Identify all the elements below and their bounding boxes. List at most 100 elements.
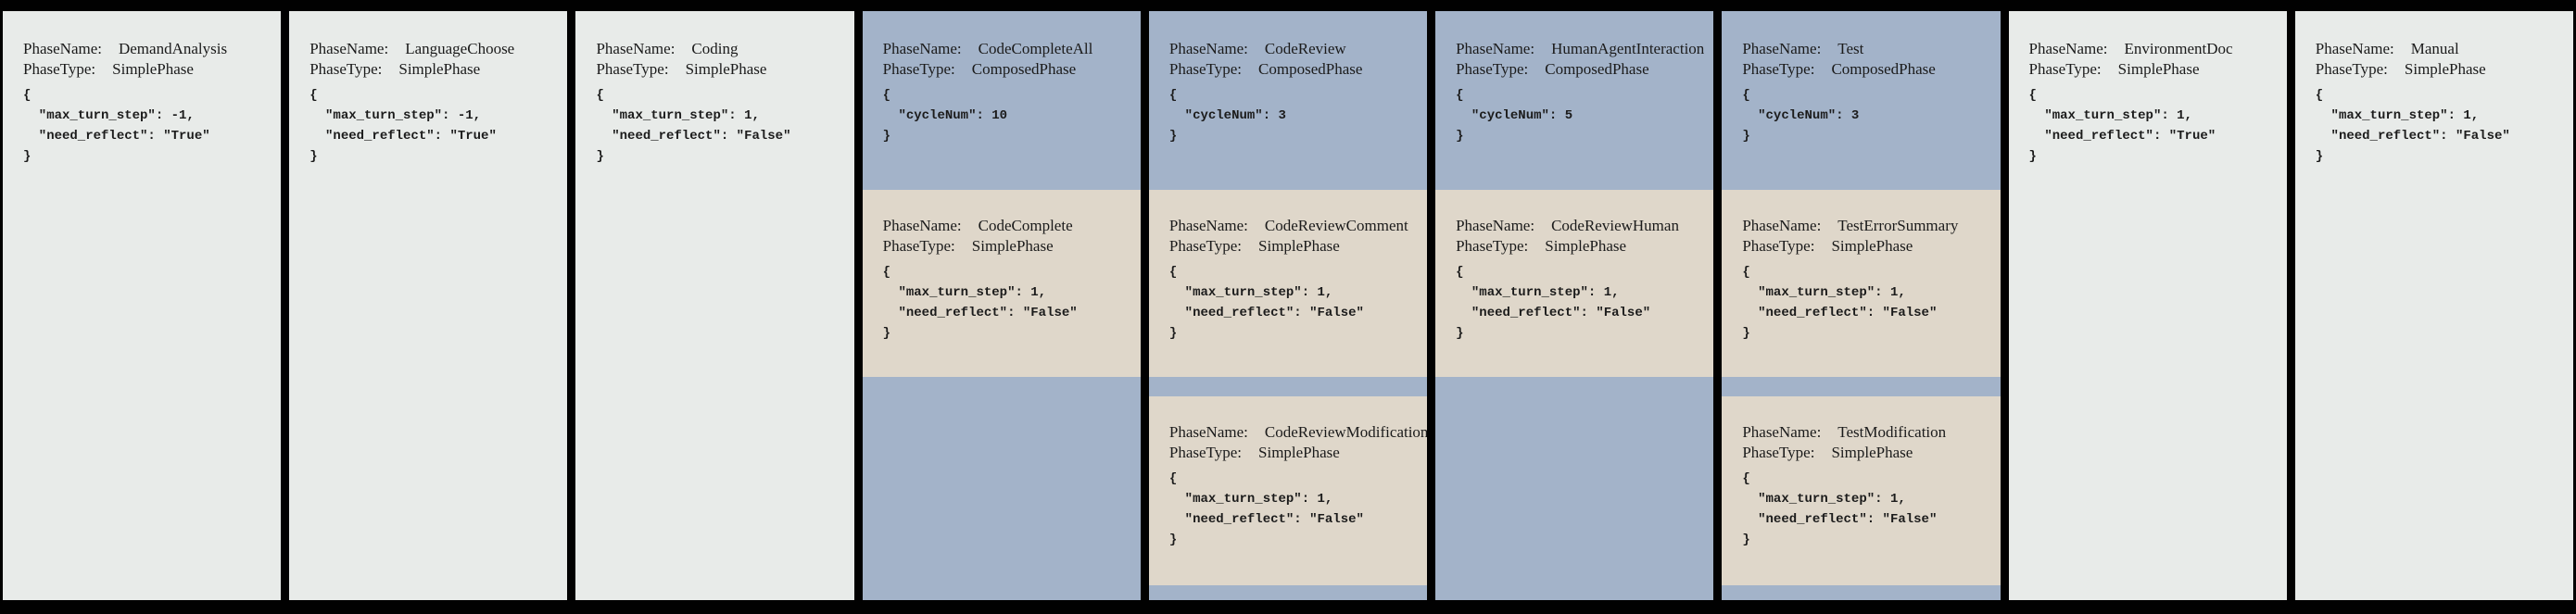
phase-type-value: SimplePhase: [398, 60, 481, 78]
phase-type-row: PhaseType:ComposedPhase: [1456, 59, 1702, 80]
phase-card-manual: PhaseName: Manual PhaseType:SimplePhase {…: [2294, 11, 2573, 600]
subphase-card-code-complete: PhaseName: CodeComplete PhaseType: SimpleP…: [862, 190, 1141, 377]
phase-card-coding: PhaseName:Coding PhaseType: SimplePhase {…: [575, 11, 854, 600]
subphase-card-code-review-modification: PhaseName:CodeReviewModification PhaseTy…: [1148, 396, 1428, 585]
phase-name-row: PhaseName: Test: [1742, 39, 1989, 59]
phase-name-label: PhaseName:: [2028, 40, 2108, 57]
phase-type-label: PhaseType:: [596, 60, 669, 78]
composed-bottom-strip: [1722, 585, 2000, 600]
phase-type-value: SimplePhase: [2404, 60, 2486, 78]
phase-type-value: SimplePhase: [1258, 237, 1340, 255]
phase-type-label: PhaseType:: [1742, 444, 1815, 461]
phase-name-label: PhaseName:: [882, 217, 962, 234]
phase-name-label: PhaseName:: [23, 40, 102, 57]
phase-type-row: PhaseType:SimplePhase: [2316, 59, 2562, 80]
phase-config-json: { "max_turn_step": 1, "need_reflect": "F…: [1168, 471, 1364, 547]
phase-type-row: PhaseType:SimplePhase: [1169, 443, 1416, 463]
phase-type-row: PhaseType: SimplePhase: [1742, 236, 1989, 257]
subphase-gap: [1149, 377, 1427, 396]
phase-name-label: PhaseName:: [1742, 217, 1822, 234]
composed-bottom-strip: [1149, 585, 1427, 600]
phase-config-json: { "max_turn_step": 1, "need_reflect": "F…: [2315, 88, 2510, 164]
phase-type-label: PhaseType:: [23, 60, 96, 78]
subphase-card-code-review-human: PhaseName:CodeReviewHuman PhaseType:Simp…: [1435, 190, 1714, 377]
phase-name-label: PhaseName:: [1168, 40, 1248, 57]
phase-type-row: PhaseType:SimplePhase: [1169, 236, 1416, 257]
phase-chain: PhaseName: DemandAnalysis PhaseType: Simpl…: [3, 11, 2573, 600]
phase-type-value: SimplePhase: [1258, 444, 1340, 461]
phase-type-value: ComposedPhase: [1258, 60, 1363, 78]
phase-type-value: ComposedPhase: [1831, 60, 1936, 78]
phase-type-row: PhaseType: SimplePhase: [883, 236, 1130, 257]
phase-config-json: { "max_turn_step": 1, "need_reflect": "F…: [1742, 265, 1938, 341]
phase-name-label: PhaseName:: [1742, 40, 1822, 57]
phase-name-value: TestModification: [1837, 423, 1947, 441]
phase-config-json: { "max_turn_step": 1, "need_reflect": "F…: [1742, 471, 1938, 547]
phase-name-value: TestErrorSummary: [1837, 217, 1959, 234]
phase-type-value: SimplePhase: [2117, 60, 2200, 78]
phase-config-json: { "max_turn_step": 1, "need_reflect": "F…: [1168, 265, 1364, 341]
phase-type-value: SimplePhase: [1545, 237, 1627, 255]
subphase-gap: [1722, 377, 2000, 396]
phase-type-label: PhaseType:: [1742, 60, 1815, 78]
phase-name-value: DemandAnalysis: [118, 40, 228, 57]
phase-name-value: CodeCompleteAll: [978, 40, 1093, 57]
subphase-card-test-modification: PhaseName:TestModification PhaseType:Sim…: [1722, 396, 2001, 585]
phase-type-label: PhaseType:: [1742, 237, 1815, 255]
subphase-card-code-review-comment: PhaseName:CodeReviewComment PhaseType:Si…: [1148, 190, 1428, 377]
phase-section: PhaseName:EnvironmentDoc PhaseType: Simpl…: [2009, 11, 2287, 600]
phase-name-label: PhaseName:: [1456, 217, 1535, 234]
composed-phase-header: PhaseName:HumanAgentInteraction PhaseTyp…: [1435, 11, 1713, 190]
phase-type-label: PhaseType:: [309, 60, 383, 78]
composed-phase-header: PhaseName: CodeReview PhaseType: ComposedP…: [1149, 11, 1427, 190]
phase-type-value: SimplePhase: [1831, 444, 1913, 461]
phase-name-value: HumanAgentInteraction: [1551, 40, 1705, 57]
phase-type-value: SimplePhase: [685, 60, 767, 78]
phase-name-row: PhaseName:Coding: [596, 39, 842, 59]
phase-name-row: PhaseName: CodeComplete: [883, 216, 1130, 236]
phase-card-code-review: PhaseName: CodeReview PhaseType: ComposedP…: [1148, 11, 1428, 600]
phase-type-label: PhaseType:: [1168, 60, 1243, 78]
phase-name-label: PhaseName:: [309, 40, 389, 57]
phase-config-json: { "max_turn_step": -1, "need_reflect": "…: [309, 88, 497, 164]
phase-name-label: PhaseName:: [1168, 423, 1248, 441]
phase-config-json: { "max_turn_step": 1, "need_reflect": "F…: [596, 88, 791, 164]
phase-name-value: Manual: [2410, 40, 2459, 57]
phase-type-row: PhaseType: SimplePhase: [1742, 443, 1989, 463]
phase-name-label: PhaseName:: [2315, 40, 2394, 57]
phase-name-value: CodeReviewHuman: [1551, 217, 1679, 234]
phase-card-environment-doc: PhaseName:EnvironmentDoc PhaseType: Simpl…: [2008, 11, 2287, 600]
phase-name-value: CodeReviewComment: [1264, 217, 1408, 234]
phase-name-row: PhaseName: CodeReviewHuman: [1456, 216, 1702, 236]
phase-config-json: { "cycleNum": 5 }: [1456, 88, 1573, 144]
phase-type-row: PhaseType: SimplePhase: [309, 59, 556, 80]
phase-type-label: PhaseType:: [882, 237, 955, 255]
phase-name-row: PhaseName:EnvironmentDoc: [2029, 39, 2276, 59]
phase-name-row: PhaseName: DemandAnalysis: [23, 39, 270, 59]
phase-name-value: CodeComplete: [978, 217, 1073, 234]
phase-name-label: PhaseName:: [882, 40, 962, 57]
phase-name-value: LanguageChoose: [405, 40, 515, 57]
phase-type-row: PhaseType:ComposedPhase: [883, 59, 1130, 80]
phase-type-row: PhaseType: SimplePhase: [596, 59, 842, 80]
phase-name-row: PhaseName: CodeReview: [1169, 39, 1416, 59]
phase-name-value: Test: [1837, 40, 1864, 57]
composed-fill: [1435, 377, 1713, 600]
phase-section: PhaseName: Manual PhaseType:SimplePhase {…: [2295, 11, 2573, 600]
phase-type-row: PhaseType: ComposedPhase: [1169, 59, 1416, 80]
phase-section: PhaseName: DemandAnalysis PhaseType: Simpl…: [3, 11, 281, 600]
phase-type-value: SimplePhase: [112, 60, 194, 78]
phase-name-row: PhaseName: CodeCompleteAll: [883, 39, 1130, 59]
phase-type-label: PhaseType:: [2028, 60, 2102, 78]
phase-card-code-complete-all: PhaseName: CodeCompleteAll PhaseType:Comp…: [862, 11, 1141, 600]
phase-name-value: CodeReview: [1264, 40, 1346, 57]
subphase-card-test-error-summary: PhaseName: TestErrorSummary PhaseType: Sim…: [1722, 190, 2001, 377]
phase-type-value: SimplePhase: [971, 237, 1054, 255]
phase-type-row: PhaseType: SimplePhase: [2029, 59, 2276, 80]
composed-fill: [863, 377, 1141, 600]
composed-phase-header: PhaseName: Test PhaseType: ComposedPhase {…: [1722, 11, 2000, 190]
phase-section: PhaseName:Coding PhaseType: SimplePhase {…: [575, 11, 853, 600]
phase-config-json: { "cycleNum": 3 }: [1742, 88, 1860, 144]
phase-type-value: SimplePhase: [1831, 237, 1913, 255]
